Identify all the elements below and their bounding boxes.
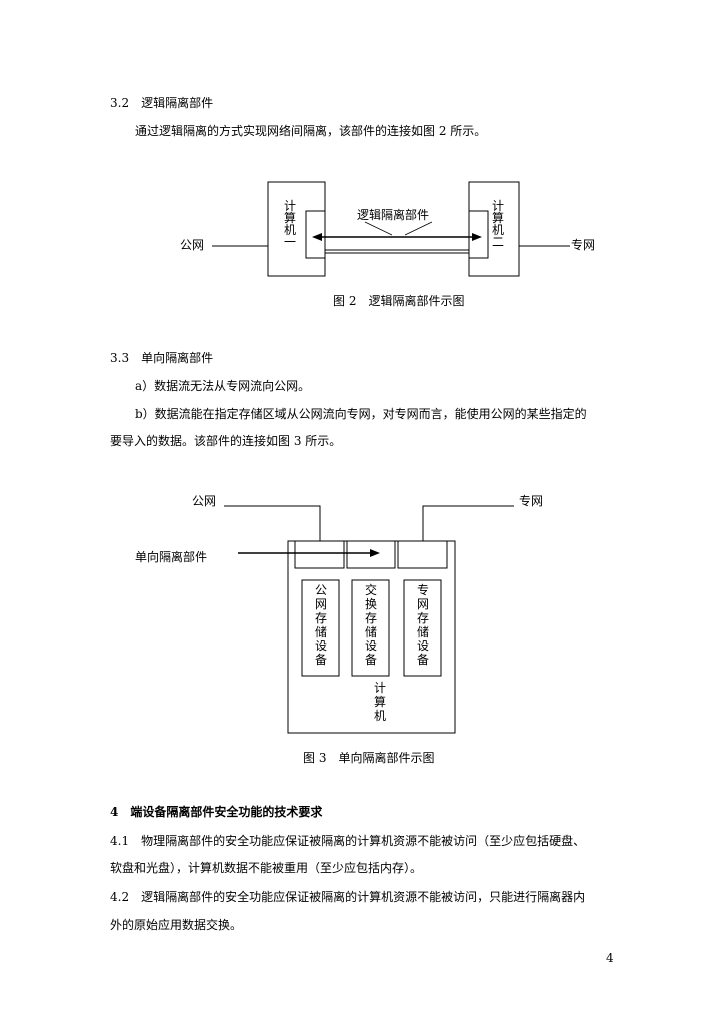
fig3-private-net-label: 专网 [519,494,544,508]
section-4-heading: 4 端设备隔离部件安全功能的技术要求 [110,805,323,819]
private-storage-box [403,579,442,677]
page-number: 4 [606,951,614,965]
section-3-2-body: 通过逻辑隔离的方式实现网络间隔离，该部件的连接如图 2 所示。 [135,124,487,138]
label-pointer-right [404,221,433,236]
section-3-2-heading: 3.2 逻辑隔离部件 [110,96,214,110]
cell-public [294,540,345,569]
public-storage-box [301,579,340,677]
fig3-public-net-line [224,505,321,541]
section-3-3-item-b-line2: 要导入的数据。该部件的连接如图 3 所示。 [110,434,342,448]
computer-label: 计 算 机 [374,681,387,723]
logical-isolation-label: 逻辑隔离部件 [357,208,430,222]
figure-2-caption: 图 2 逻辑隔离部件示图 [333,294,465,308]
arrow-head-right [472,233,482,241]
exchange-storage-label: 交 换 存 储 设 备 [365,583,378,667]
cell-private [397,540,448,569]
label-pointer-left [364,221,393,236]
private-storage-label: 专 网 存 储 设 备 [417,583,430,667]
section-4-2-line1: 4.2 逻辑隔离部件的安全功能应保证被隔离的计算机资源不能被访问，只能进行隔离器… [110,890,586,904]
arrow-head-left [312,233,322,241]
fig3-public-net-label: 公网 [192,494,217,508]
fig2-public-net-label: 公网 [180,238,205,252]
one-way-arrow-head [370,549,380,557]
section-4-1-line2: 软盘和光盘），计算机数据不能被重用（至少应包括内存）。 [110,861,423,875]
section-4-2-line2: 外的原始应用数据交换。 [110,918,243,932]
section-4-1-line1: 4.1 物理隔离部件的安全功能应保证被隔离的计算机资源不能被访问（至少应包括硬盘… [110,834,586,848]
one-way-isolation-label: 单向隔离部件 [135,550,208,564]
fig3-private-net-line [422,505,514,541]
figure-3-caption: 图 3 单向隔离部件示图 [303,751,435,765]
section-3-3-item-a: a）数据流无法从专网流向公网。 [135,379,311,393]
public-storage-label: 公 网 存 储 设 备 [315,583,328,667]
computer-2-port [468,210,489,259]
cell-exchange [346,540,396,569]
exchange-storage-box [351,579,390,677]
fig2-private-net-label: 专网 [571,238,596,252]
section-3-3-heading: 3.3 单向隔离部件 [110,351,214,365]
section-3-3-item-b-line1: b）数据流能在指定存储区域从公网流向专网，对专网而言，能使用公网的某些指定的 [135,407,587,421]
computer-2-label: 计 算 机 二 [492,199,505,249]
computer-1-port [305,210,326,259]
computer-1-label: 计 算 机 一 [284,199,297,249]
